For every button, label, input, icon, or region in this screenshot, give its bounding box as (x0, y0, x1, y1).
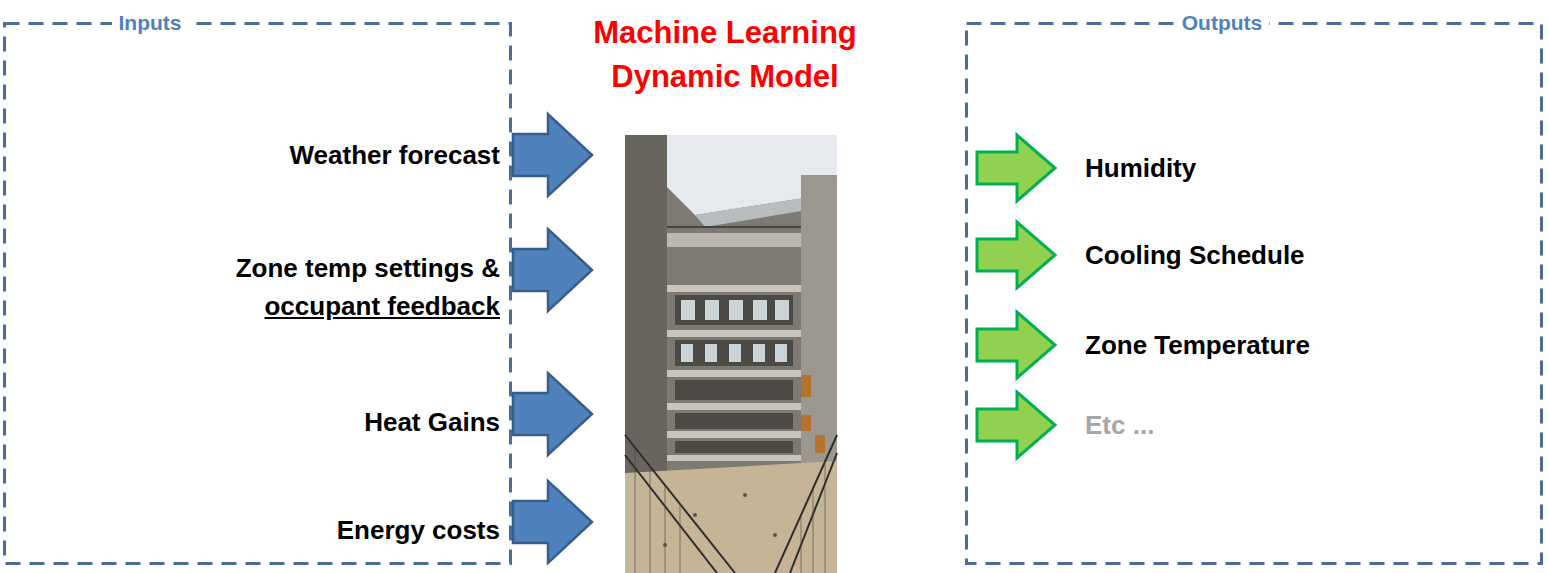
output-arrow (977, 312, 1055, 378)
model-node: Machine Learning Dynamic Model (590, 0, 860, 573)
box-heading: Outputs (1175, 9, 1269, 37)
output-label: Cooling Schedule (1085, 239, 1305, 271)
input-label: Zone temp settings & (236, 252, 500, 284)
outputs-box: Outputs (965, 22, 1543, 565)
output-arrow (977, 392, 1055, 458)
dashed-border (5, 24, 511, 564)
input-arrow (513, 114, 592, 196)
input-label: occupant feedback (264, 290, 500, 322)
input-label: Heat Gains (364, 406, 500, 438)
input-arrow (513, 373, 592, 455)
output-label: Humidity (1085, 152, 1196, 184)
input-label: Energy costs (337, 514, 500, 546)
output-arrow (977, 222, 1055, 288)
input-arrow (513, 229, 592, 311)
output-label: Zone Temperature (1085, 329, 1310, 361)
input-arrow (513, 481, 592, 563)
model-title: Machine Learning Dynamic Model (590, 11, 860, 99)
dashed-outline (965, 22, 1543, 565)
dashed-border (967, 24, 1542, 564)
box-heading: Inputs (112, 9, 189, 37)
output-label: Etc ... (1085, 409, 1154, 441)
output-arrow (977, 135, 1055, 201)
input-label: Weather forecast (290, 139, 501, 171)
